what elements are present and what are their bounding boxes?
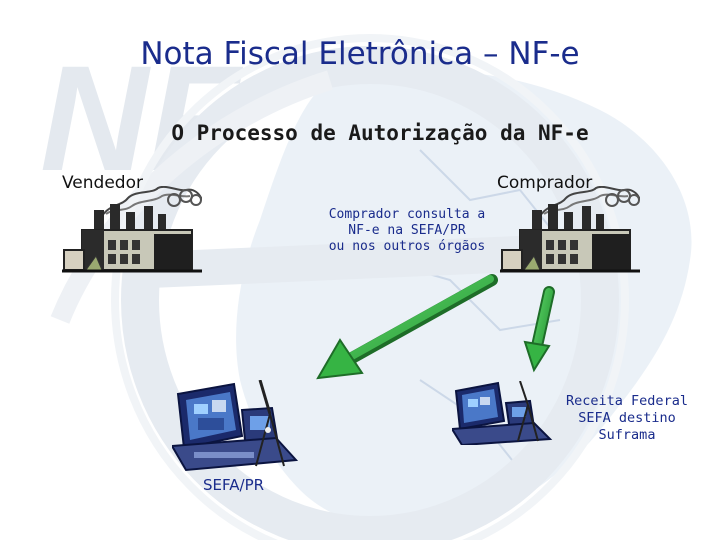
agency-receita-federal: Receita Federal — [566, 393, 688, 409]
agency-suframa: Suframa — [598, 427, 656, 443]
sefa-pr-label: SEFA/PR — [203, 476, 265, 494]
other-agencies-note: Receita Federal SEFA destino Suframa — [562, 393, 692, 444]
sefa-pr-computer-icon — [172, 380, 299, 472]
consult-note: Comprador consulta a NF-e na SEFA/PR ou … — [312, 207, 502, 255]
page-subtitle: O Processo de Autorização da NF-e — [171, 121, 589, 145]
agency-sefa-destino: SEFA destino — [578, 410, 676, 426]
consult-note-line-2: NF-e na SEFA/PR — [348, 223, 466, 238]
seller-label: Vendedor — [62, 173, 143, 193]
consult-note-line-3: ou nos outros órgãos — [328, 239, 486, 254]
receita-computer-icon — [452, 381, 553, 445]
arrow-buyer-to-sefa-pr — [316, 274, 498, 380]
watermark-e-ring — [121, 46, 619, 540]
page-title: Nota Fiscal Eletrônica – NF-e — [140, 36, 580, 72]
seller-factory-icon — [62, 186, 202, 273]
buyer-label: Comprador — [497, 173, 593, 193]
arrow-buyer-to-receita — [523, 286, 555, 373]
buyer-factory-icon — [500, 186, 640, 273]
consult-note-line-1: Comprador consulta a — [328, 207, 486, 222]
